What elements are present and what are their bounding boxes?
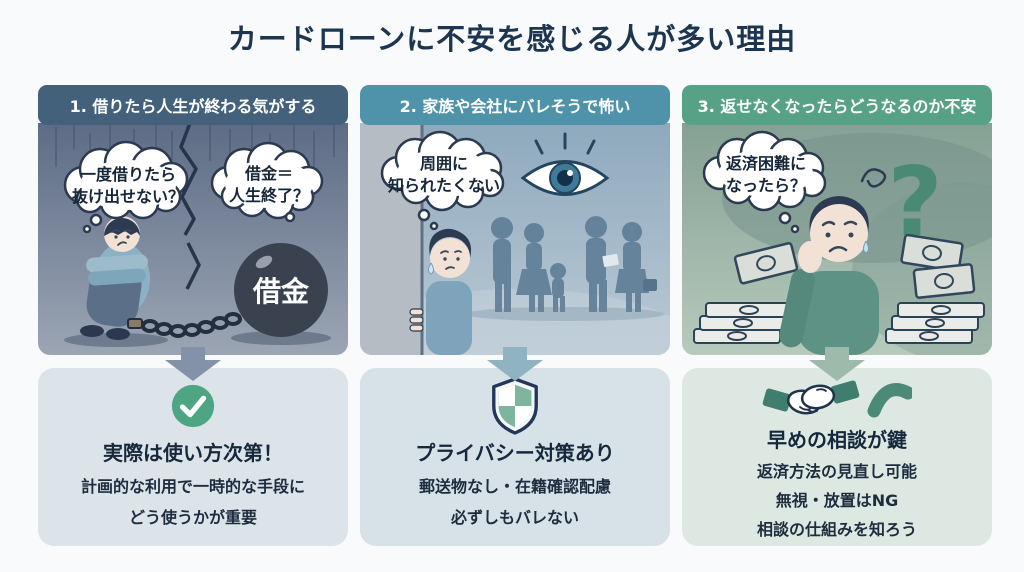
svg-text:人生終了？: 人生終了？ [229,186,309,205]
result-title: 実際は使い方次第！ [103,441,283,465]
column-2-result-panel: プライバシー対策あり 郵送物なし・在籍確認配慮 必ずしもバレない [360,368,670,546]
hunched-person [64,216,168,347]
svg-text:抜け出せない？: 抜け出せない？ [72,187,184,206]
handshake-icon [762,380,860,415]
result-line: 必ずしもバレない [450,508,579,527]
thought-bubble: 一度借りたら 抜け出せない？ [63,140,189,234]
illustration-privacy-fear: 周囲に 知られたくない [360,123,670,355]
ball-shadow [231,331,331,345]
column-reason-1: 1. 借りたら人生が終わる気がする [38,85,348,550]
cash-stack-icon [885,302,985,344]
down-arrow-icon [165,347,221,381]
column-2-header: 2. 家族や会社にバレそうで怖い [360,85,670,125]
column-reason-3: 3. 返せなくなったらどうなるのか不安 ? [682,85,992,550]
result-title: プライバシー対策あり [415,441,615,465]
column-reason-2: 2. 家族や会社にバレそうで怖い [360,85,670,550]
thought-bubble: 借金＝ 人生終了？ [210,141,324,223]
debt-ball-icon: 借金 [234,243,328,337]
down-arrow-icon [809,347,865,381]
result-line: 計画的な利用で一時的な手段に [80,477,305,496]
svg-text:借金＝: 借金＝ [244,164,293,183]
confusion-squiggle-icon [860,168,887,188]
result-line: 相談の仕組みを知ろう [756,520,917,539]
illustration-repayment-fear: ? [682,123,992,355]
eye-icon [520,132,610,196]
debt-ball-label: 借金 [252,275,310,308]
column-1-result-panel: 実際は使い方次第！ 計画的な利用で一時的な手段に どう使うかが重要 [38,368,348,546]
down-arrow-icon [487,347,543,381]
banknote-icon [733,233,976,299]
result-line: 郵送物なし・在籍確認配慮 [418,477,611,496]
thought-bubble: 返済困難に なったら？ [702,130,827,234]
svg-text:一度借りたら: 一度借りたら [80,165,176,184]
cash-stack-icon [693,302,793,344]
svg-text:知られたくない: 知られたくない [388,176,500,195]
thought-bubble: 周囲に 知られたくない [380,130,505,231]
svg-text:なったら？: なったら？ [726,176,806,195]
column-1-header: 1. 借りたら人生が終わる気がする [38,85,348,125]
worried-person [779,196,879,355]
phone-icon [867,383,912,418]
svg-text:返済困難に: 返済困難に [726,154,806,173]
people-silhouettes [465,216,665,321]
handshake-phone-icons [762,380,912,418]
crack-icon [179,123,201,290]
result-title: 早めの相談が鍵 [767,428,907,452]
column-3-header: 3. 返せなくなったらどうなるのか不安 [682,85,992,125]
result-line: どう使うかが重要 [128,508,257,527]
peeking-person [409,228,472,355]
illustration-debt-fear: 借金 [38,123,348,355]
column-3-result-panel: 早めの相談が鍵 返済方法の見直し可能 無視・放置はNG 相談の仕組みを知ろう [682,368,992,546]
shield-icon [492,377,538,435]
chain-icon [141,312,242,338]
result-line: 返済方法の見直し可能 [756,462,917,481]
result-line: 無視・放置はNG [775,491,899,510]
svg-text:周囲に: 周囲に [420,154,468,173]
page-title: カードローンに不安を感じる人が多い理由 [227,22,797,56]
check-circle-icon [171,384,215,428]
